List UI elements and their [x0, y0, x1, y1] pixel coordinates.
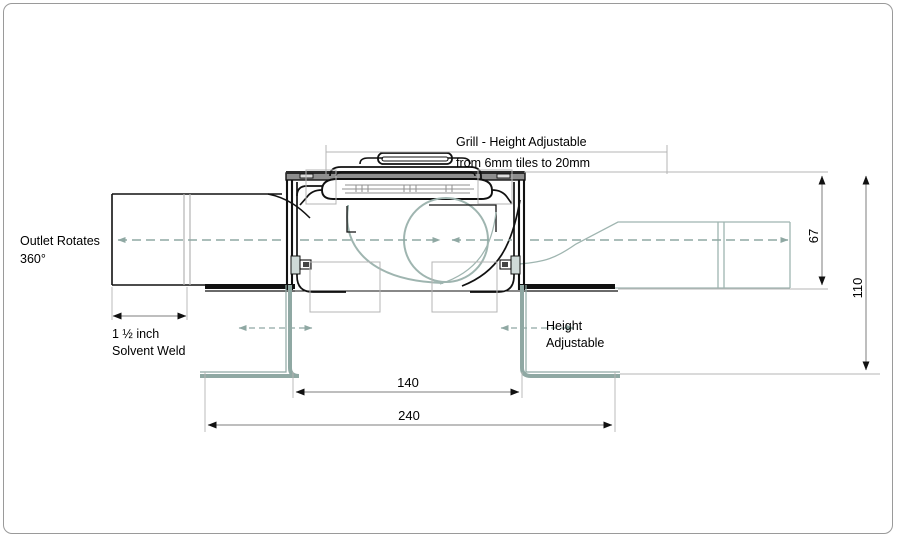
- outlet-label-line2: 360°: [20, 252, 46, 266]
- height-adjust-label-line2: Adjustable: [546, 336, 604, 350]
- fixing-bolt-left: [290, 255, 312, 275]
- grill-label-line1: Grill - Height Adjustable: [456, 135, 587, 149]
- solvent-label-line2: Solvent Weld: [112, 344, 185, 358]
- adjustable-leg-left: [200, 285, 300, 378]
- adjustable-leg-right: [520, 285, 620, 378]
- dimension-67: 67: [524, 171, 828, 290]
- leg-bracket-outlines: [305, 145, 668, 313]
- dimension-140-text: 140: [397, 375, 419, 390]
- dimension-110-text: 110: [850, 278, 865, 299]
- fixing-bolt-right: [499, 255, 521, 275]
- dimension-140: 140: [292, 372, 523, 398]
- drain-body-inner: [296, 182, 515, 293]
- height-adjust-label-line1: Height: [546, 319, 583, 333]
- grill-label-line2: from 6mm tiles to 20mm: [456, 156, 590, 170]
- trap-internal-lines: [346, 204, 497, 233]
- dimension-240: 240: [204, 372, 616, 432]
- drain-inner-sweep: [461, 199, 521, 287]
- phantom-outlet-right: [518, 221, 791, 289]
- outlet-label-line1: Outlet Rotates: [20, 234, 100, 248]
- dimension-240-text: 240: [398, 408, 420, 423]
- dimension-solvent-weld: [111, 287, 188, 320]
- dimension-67-text: 67: [806, 229, 821, 243]
- dimension-110: 110: [620, 175, 880, 375]
- flange-plate: [205, 284, 618, 292]
- trap-wall-right: [439, 211, 497, 285]
- solvent-label-line1: 1 ½ inch: [112, 327, 159, 341]
- grill-slots: [342, 184, 474, 194]
- outlet-taper-left: [267, 193, 311, 219]
